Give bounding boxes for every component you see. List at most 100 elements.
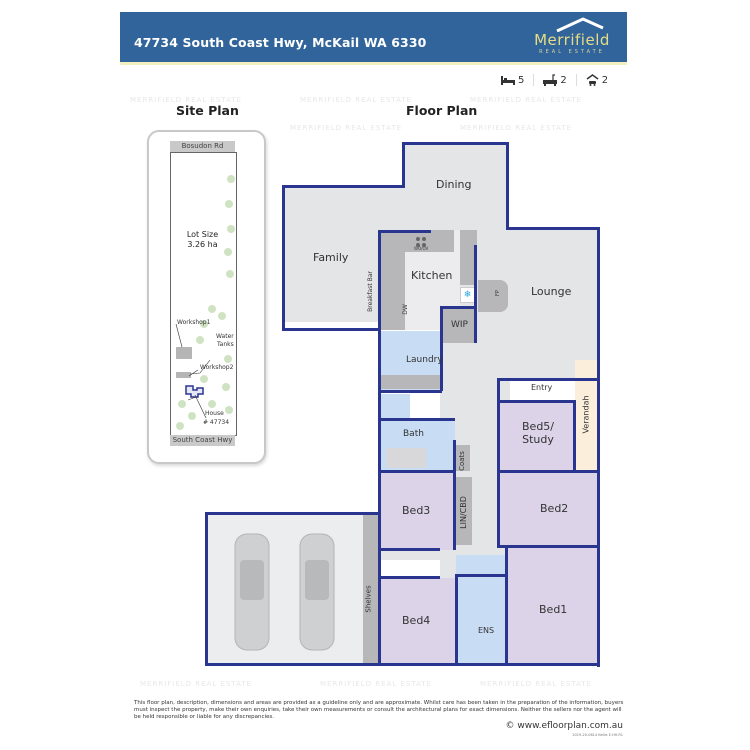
brand-name: Merrifield <box>534 31 610 49</box>
bath-icon <box>543 74 558 86</box>
kitchen-bench-right <box>460 230 477 285</box>
watermark: MERRIFIELD REAL ESTATE <box>140 680 253 688</box>
wall <box>380 390 442 393</box>
label-bed1: Bed1 <box>539 603 568 616</box>
stat-garage: 2 <box>575 74 617 86</box>
workshop2-label: Workshop2 <box>200 364 234 371</box>
label-verandah: Verandah <box>581 395 591 434</box>
workshop2-shape <box>176 372 191 378</box>
lot-size: Lot Size 3.26 ha <box>170 230 235 250</box>
label-coats: Coats <box>457 451 466 471</box>
tree-icon <box>208 400 216 408</box>
watermark: MERRIFIELD REAL ESTATE <box>300 96 413 104</box>
workshop1-shape <box>176 347 192 359</box>
tree-icon <box>226 270 234 278</box>
tree-icon <box>227 225 235 233</box>
watermark: MERRIFIELD REAL ESTATE <box>130 96 243 104</box>
wall <box>455 574 507 577</box>
roof-icon <box>556 17 604 32</box>
label-lounge: Lounge <box>531 285 572 298</box>
wall <box>282 185 285 330</box>
watermark: MERRIFIELD REAL ESTATE <box>480 680 593 688</box>
wall <box>402 142 509 145</box>
label-bed4: Bed4 <box>402 614 431 627</box>
watermark: MERRIFIELD REAL ESTATE <box>290 124 403 132</box>
wall <box>381 230 431 233</box>
wall <box>500 470 598 473</box>
wall <box>497 378 500 548</box>
bottom-road-label: South Coast Hwy <box>170 435 235 446</box>
room-lounge <box>509 228 598 378</box>
room-bed3 <box>380 472 455 550</box>
tree-icon <box>196 336 204 344</box>
room-wip <box>443 307 474 343</box>
stat-bedrooms: 5 <box>492 75 533 86</box>
wall <box>573 400 576 472</box>
label-breakfast-bar: Breakfast Bar <box>366 271 374 312</box>
garage <box>206 514 363 664</box>
label-bed5-line1: Bed5/ <box>522 420 555 433</box>
workshop1-label: Workshop1 <box>177 319 211 326</box>
wall <box>205 512 208 666</box>
wall <box>455 576 458 666</box>
label-entry: Entry <box>531 383 553 392</box>
tree-icon <box>218 312 226 320</box>
room-bed5-study <box>500 400 573 472</box>
bathtub <box>386 448 426 468</box>
label-lin-cbd: LIN/CBD <box>458 496 468 529</box>
wall <box>380 470 455 473</box>
wall <box>440 306 476 309</box>
water-tanks-label-2: Tanks <box>217 341 234 348</box>
tree-icon <box>200 320 208 328</box>
floor-plan-title: Floor Plan <box>406 103 478 118</box>
wall <box>380 548 440 551</box>
oven-label: WO/OV <box>414 246 429 251</box>
wall <box>205 663 380 666</box>
wall <box>380 576 440 579</box>
wall <box>500 400 575 403</box>
wall <box>378 663 600 666</box>
wall <box>453 440 456 550</box>
wall <box>380 418 455 421</box>
tree-icon <box>176 422 184 430</box>
watermark: MERRIFIELD REAL ESTATE <box>460 124 573 132</box>
garage-count: 2 <box>601 74 609 86</box>
tree-icon <box>227 175 235 183</box>
label-bed3: Bed3 <box>402 504 431 517</box>
bathroom-count: 2 <box>560 74 567 86</box>
tree-icon <box>200 375 208 383</box>
label-kitchen: Kitchen <box>411 269 453 282</box>
lot-size-value: 3.26 ha <box>187 240 218 249</box>
room-wc <box>380 394 410 419</box>
stat-bathrooms: 2 <box>533 74 575 86</box>
tree-icon <box>224 355 232 363</box>
label-ens: ENS <box>478 626 495 635</box>
tree-icon <box>225 200 233 208</box>
brand-subtitle: REAL ESTATE <box>539 49 605 55</box>
fridge-icon: ❄ <box>460 287 475 303</box>
label-laundry: Laundry <box>406 355 443 365</box>
laundry-bench <box>380 375 442 389</box>
label-dw: DW <box>401 304 409 315</box>
garage-icon <box>586 74 599 86</box>
fireplace-label: FP <box>494 290 501 296</box>
room-bed2 <box>500 472 598 547</box>
label-dining: Dining <box>436 178 472 191</box>
property-address: 47734 South Coast Hwy, McKail WA 6330 <box>134 35 427 50</box>
disclaimer-text: This floor plan, description, dimensions… <box>134 700 624 720</box>
tree-icon <box>188 412 196 420</box>
bed-icon <box>501 76 515 85</box>
copyright-link[interactable]: © www.efloorplan.com.au <box>505 721 624 731</box>
wall <box>500 545 598 548</box>
wall <box>282 185 405 188</box>
car-icon <box>299 533 335 651</box>
label-bed5-line2: Study <box>522 433 554 446</box>
lot-size-label: Lot Size <box>186 230 219 239</box>
site-callout-lines <box>175 323 211 419</box>
car-icon <box>234 533 270 651</box>
wall <box>506 227 600 230</box>
header-banner: 47734 South Coast Hwy, McKail WA 6330 Me… <box>120 12 627 65</box>
wall <box>597 227 600 667</box>
wall <box>378 230 381 665</box>
label-shelves: Shelves <box>364 585 373 613</box>
